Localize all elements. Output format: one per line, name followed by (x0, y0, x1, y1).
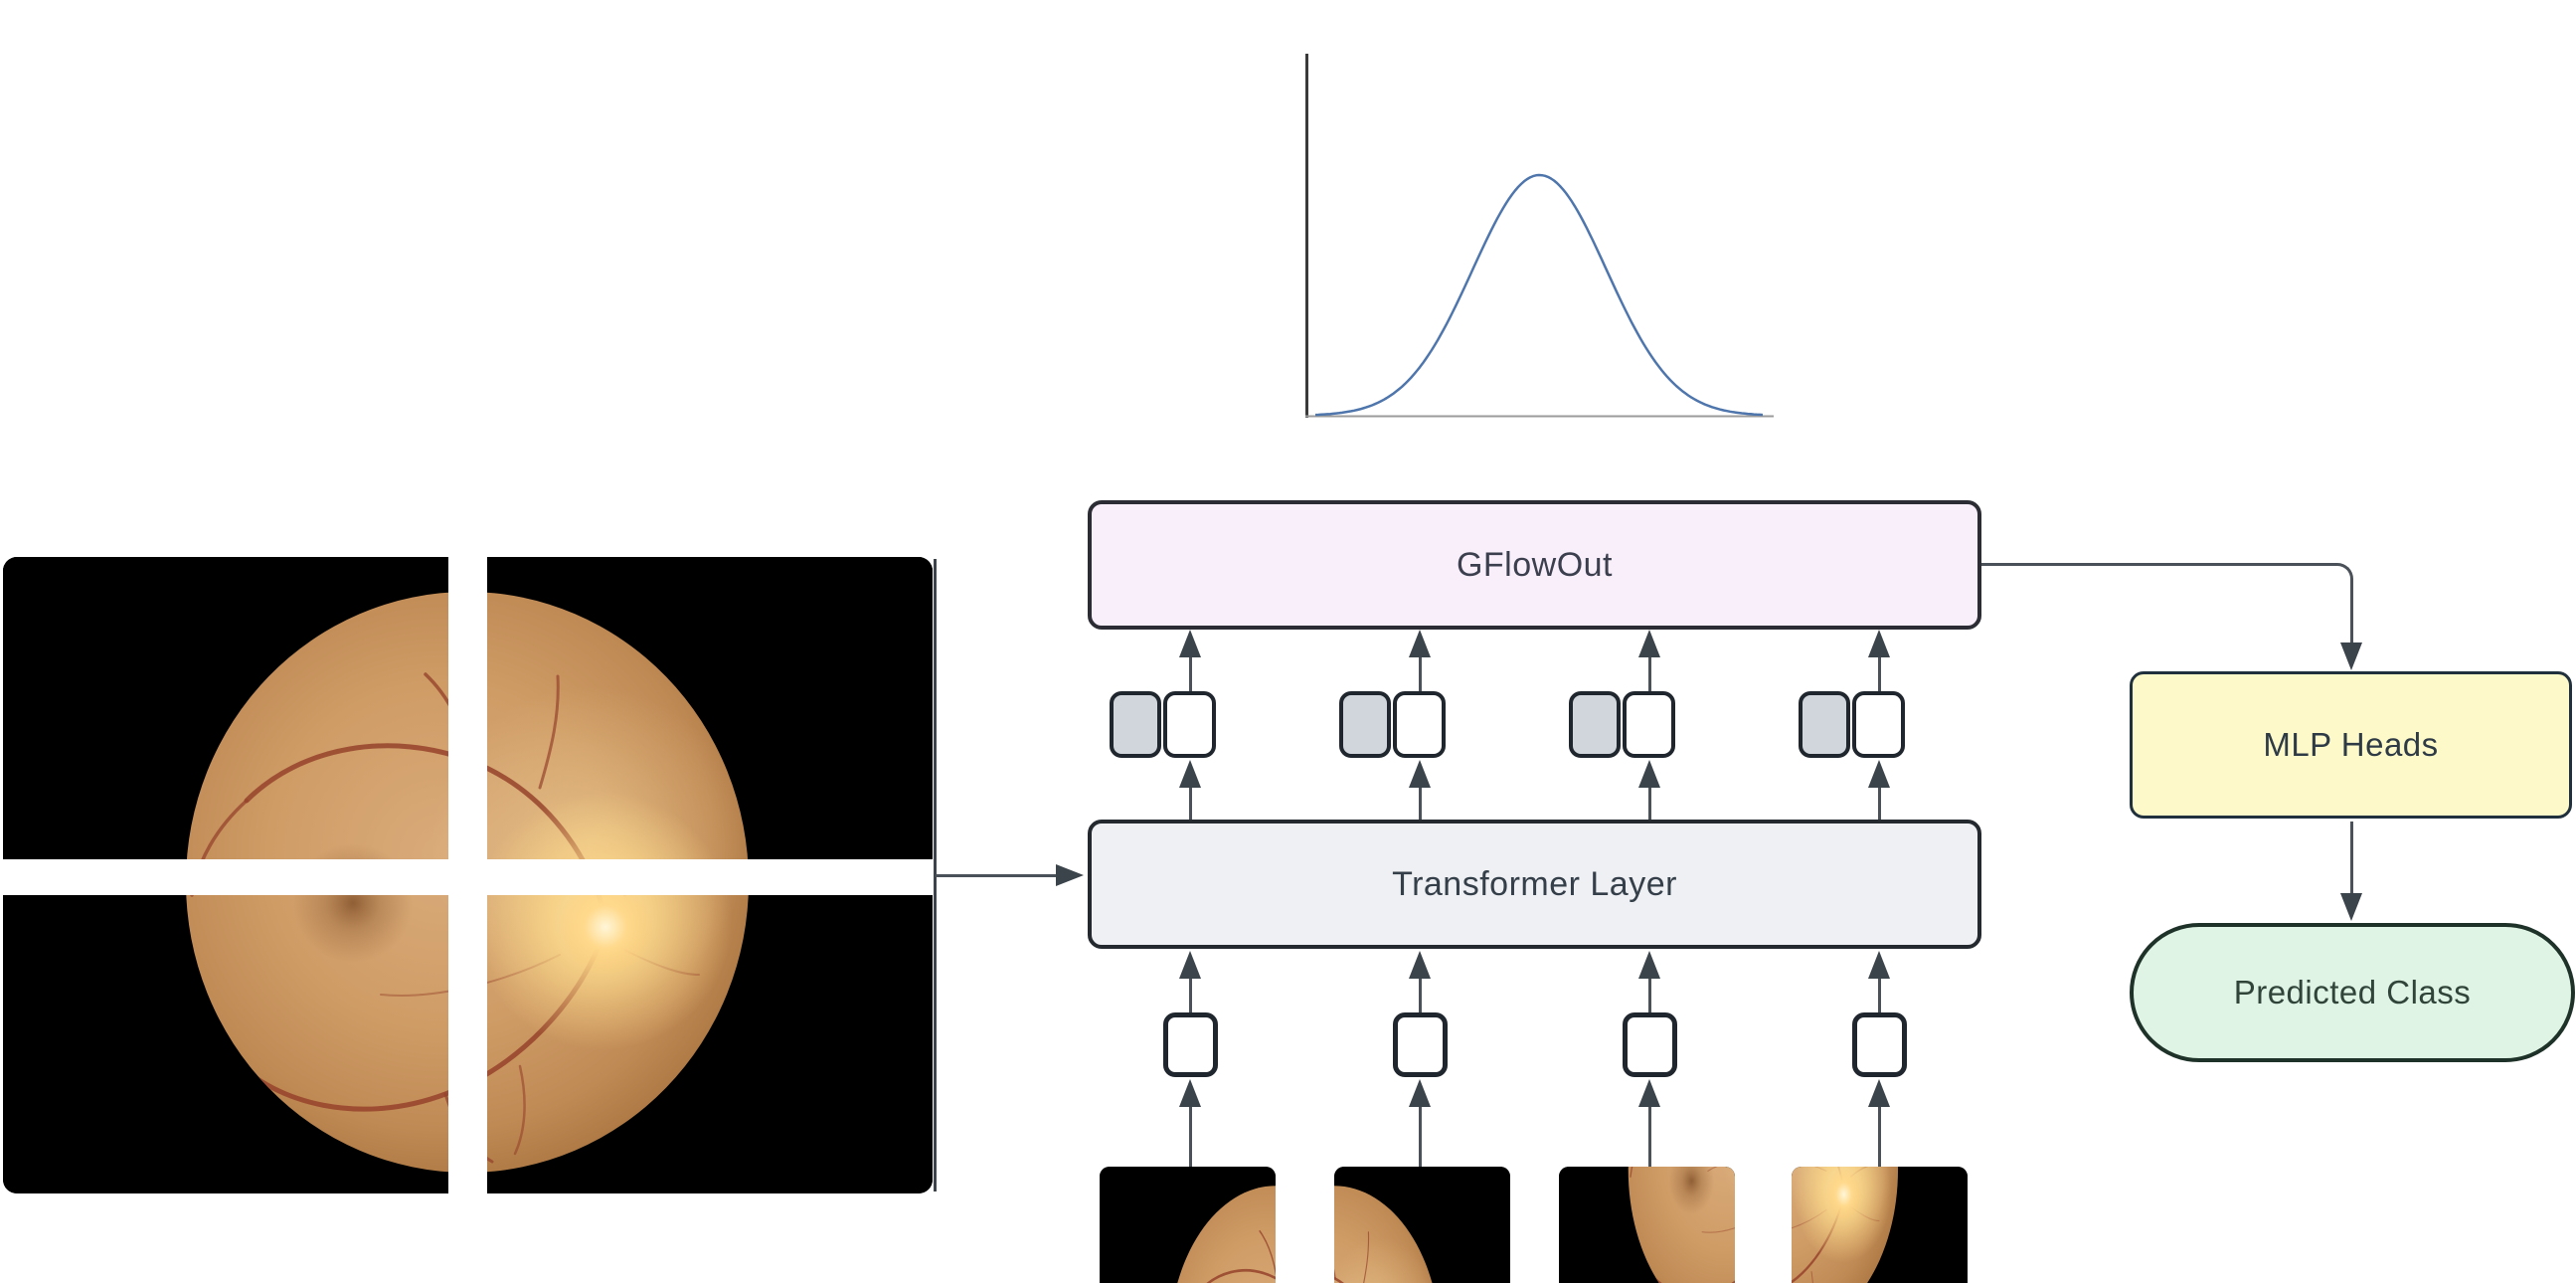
transformer-to-token-arrowhead (1409, 760, 1431, 788)
token-to-transformer-arrowhead (1868, 951, 1890, 979)
transformer-to-token-arrowhead (1638, 760, 1660, 788)
transformer-layer-box: Transformer Layer (1088, 820, 1981, 949)
gflowout-mask-token-white (1393, 691, 1446, 758)
gflowout-label: GFlowOut (1456, 545, 1614, 584)
transformer-to-token-line (1878, 788, 1881, 820)
mlp-heads-box: MLP Heads (2130, 671, 2572, 819)
mlp-to-predicted-arrowhead (2340, 893, 2362, 921)
mlp-to-predicted-line (2350, 822, 2353, 893)
patch-to-token-line (1878, 1107, 1881, 1167)
input-patch-token (1623, 1012, 1677, 1077)
gaussian-curve (1314, 173, 1764, 417)
input-patch-token (1163, 1012, 1218, 1077)
gflowout-mask-token-white (1623, 691, 1675, 758)
image-to-transformer-arrowhead (1056, 864, 1084, 886)
transformer-to-token-line (1419, 788, 1422, 820)
gflowout-mask-token-gray (1569, 691, 1621, 758)
input-patch-token (1393, 1012, 1448, 1077)
gflowout-mask-token-white (1852, 691, 1905, 758)
transformer-to-token-line (1189, 788, 1192, 820)
patch-top-right-quadrant (1334, 1167, 1510, 1283)
transformer-to-token-line (1648, 788, 1651, 820)
token-to-gflowout-line (1878, 657, 1881, 691)
patch-top-left-quadrant (1100, 1167, 1276, 1283)
token-to-gflowout-arrowhead (1638, 630, 1660, 657)
token-to-transformer-line (1189, 979, 1192, 1012)
gflowout-mask-token-gray (1799, 691, 1850, 758)
token-to-transformer-line (1648, 979, 1651, 1012)
token-to-gflowout-arrowhead (1409, 630, 1431, 657)
token-to-gflowout-arrowhead (1179, 630, 1201, 657)
transformer-to-token-arrowhead (1868, 760, 1890, 788)
image-right-edge-line (934, 559, 937, 1191)
gflowout-mask-token-gray (1339, 691, 1391, 758)
gflowout-mask-token-gray (1110, 691, 1161, 758)
patch-bottom-left-quadrant (1559, 1167, 1735, 1283)
gaussian-distribution-plot (1305, 54, 1774, 418)
input-fundus-image (3, 557, 933, 1193)
patch-to-token-arrowhead (1409, 1079, 1431, 1107)
token-to-transformer-arrowhead (1638, 951, 1660, 979)
patch-to-token-line (1648, 1107, 1651, 1167)
predicted-class-label: Predicted Class (2233, 974, 2472, 1010)
transformer-layer-label: Transformer Layer (1392, 864, 1677, 903)
token-to-gflowout-line (1648, 657, 1651, 691)
mlp-heads-label: MLP Heads (2263, 726, 2439, 763)
token-to-gflowout-line (1419, 657, 1422, 691)
gflowout-to-mlp-arrowhead (2340, 642, 2362, 670)
input-patch-token (1852, 1012, 1907, 1077)
token-to-gflowout-arrowhead (1868, 630, 1890, 657)
token-to-transformer-line (1419, 979, 1422, 1012)
patch-to-token-line (1189, 1107, 1192, 1167)
patch-to-token-arrowhead (1638, 1079, 1660, 1107)
token-to-transformer-line (1878, 979, 1881, 1012)
patch-to-token-arrowhead (1868, 1079, 1890, 1107)
gflowout-mask-token-white (1163, 691, 1216, 758)
token-to-transformer-arrowhead (1409, 951, 1431, 979)
patch-bottom-right-quadrant (1792, 1167, 1968, 1283)
predicted-class-box: Predicted Class (2130, 923, 2575, 1062)
image-to-transformer-line (936, 874, 1056, 877)
split-bar-horizontal (3, 859, 933, 895)
gflowout-box: GFlowOut (1088, 500, 1981, 630)
patch-to-token-arrowhead (1179, 1079, 1201, 1107)
transformer-to-token-arrowhead (1179, 760, 1201, 788)
patch-to-token-line (1419, 1107, 1422, 1167)
token-to-gflowout-line (1189, 657, 1192, 691)
token-to-transformer-arrowhead (1179, 951, 1201, 979)
gflowout-to-mlp-connector (1981, 563, 2353, 642)
